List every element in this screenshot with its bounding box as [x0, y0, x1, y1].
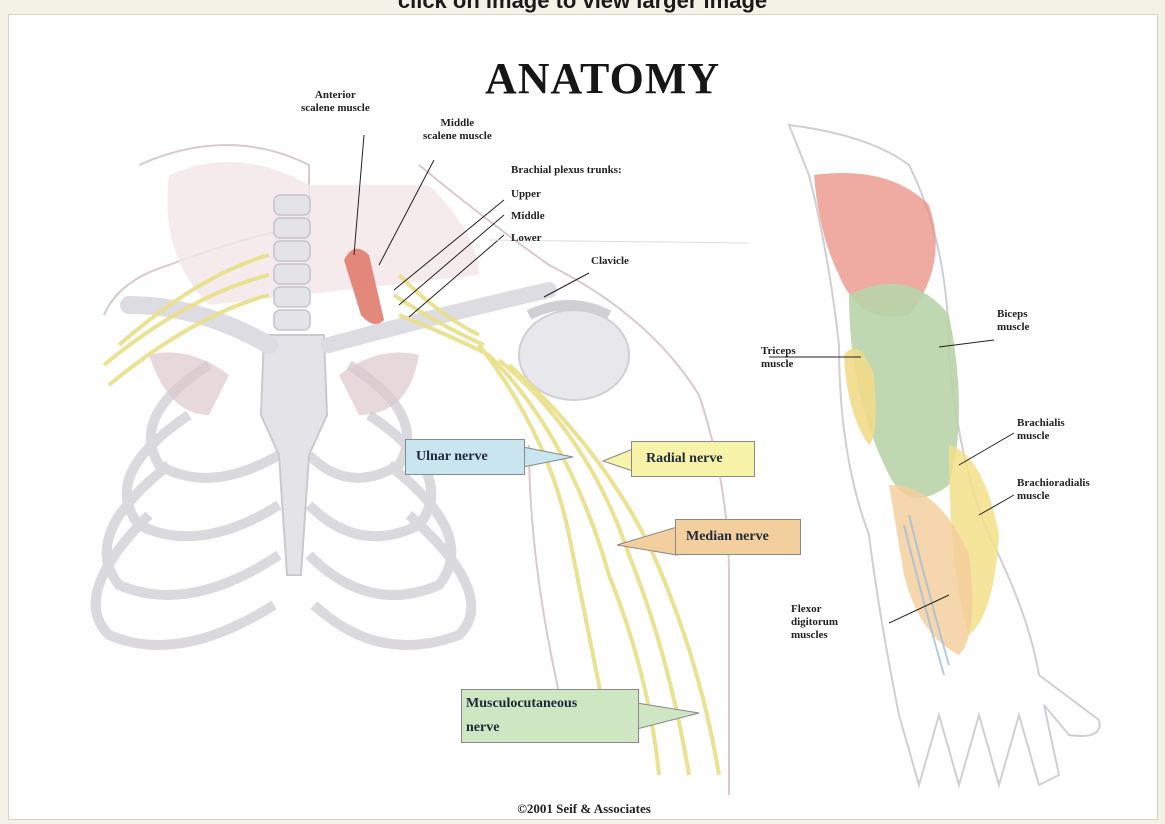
label-brachial-plexus: Brachial plexus trunks: — [511, 164, 622, 177]
label-middle-trunk: Middle — [511, 210, 545, 223]
label-flexor-digitorum: Flexor digitorum muscles — [791, 603, 838, 642]
label-line: Middle — [423, 117, 492, 130]
callout-line: nerve — [466, 716, 499, 740]
label-lower-trunk: Lower — [511, 232, 542, 245]
label-biceps: Biceps muscle — [997, 308, 1029, 334]
label-middle-scalene: Middle scalene muscle — [423, 117, 492, 143]
label-line: Brachialis — [1017, 417, 1065, 430]
label-line: Anterior — [301, 89, 370, 102]
label-line: muscle — [761, 358, 796, 371]
label-line: Triceps — [761, 345, 796, 358]
label-line: Brachioradialis — [1017, 477, 1090, 490]
copyright-notice: ©2001 Seif & Associates — [9, 801, 1159, 817]
label-line: scalene muscle — [301, 102, 370, 115]
callout-musculocutaneous-nerve: Musculocutaneous nerve — [461, 689, 639, 743]
label-brachialis: Brachialis muscle — [1017, 417, 1065, 443]
label-triceps: Triceps muscle — [761, 345, 796, 371]
label-line: Biceps — [997, 308, 1029, 321]
label-anterior-scalene: Anterior scalene muscle — [301, 89, 370, 115]
label-line: muscles — [791, 629, 838, 642]
callout-line: Musculocutaneous — [466, 692, 577, 716]
label-line: muscle — [1017, 490, 1090, 503]
callout-ulnar-nerve: Ulnar nerve — [405, 439, 525, 475]
diagram-title: ANATOMY — [485, 53, 720, 104]
label-clavicle: Clavicle — [591, 255, 629, 268]
label-line: muscle — [997, 321, 1029, 334]
anatomy-image-frame[interactable]: ANATOMY Anterior scalene muscle Middle s… — [8, 14, 1158, 820]
view-larger-link[interactable]: click on image to view larger image — [0, 0, 1165, 14]
label-upper-trunk: Upper — [511, 188, 541, 201]
label-line: digitorum — [791, 616, 838, 629]
label-brachioradialis: Brachioradialis muscle — [1017, 477, 1090, 503]
label-line: Flexor — [791, 603, 838, 616]
label-line: scalene muscle — [423, 130, 492, 143]
label-line: muscle — [1017, 430, 1065, 443]
callout-median-nerve: Median nerve — [675, 519, 801, 555]
callout-radial-nerve: Radial nerve — [631, 441, 755, 477]
image-link-bar[interactable]: click on image to view larger image — [0, 0, 1165, 14]
